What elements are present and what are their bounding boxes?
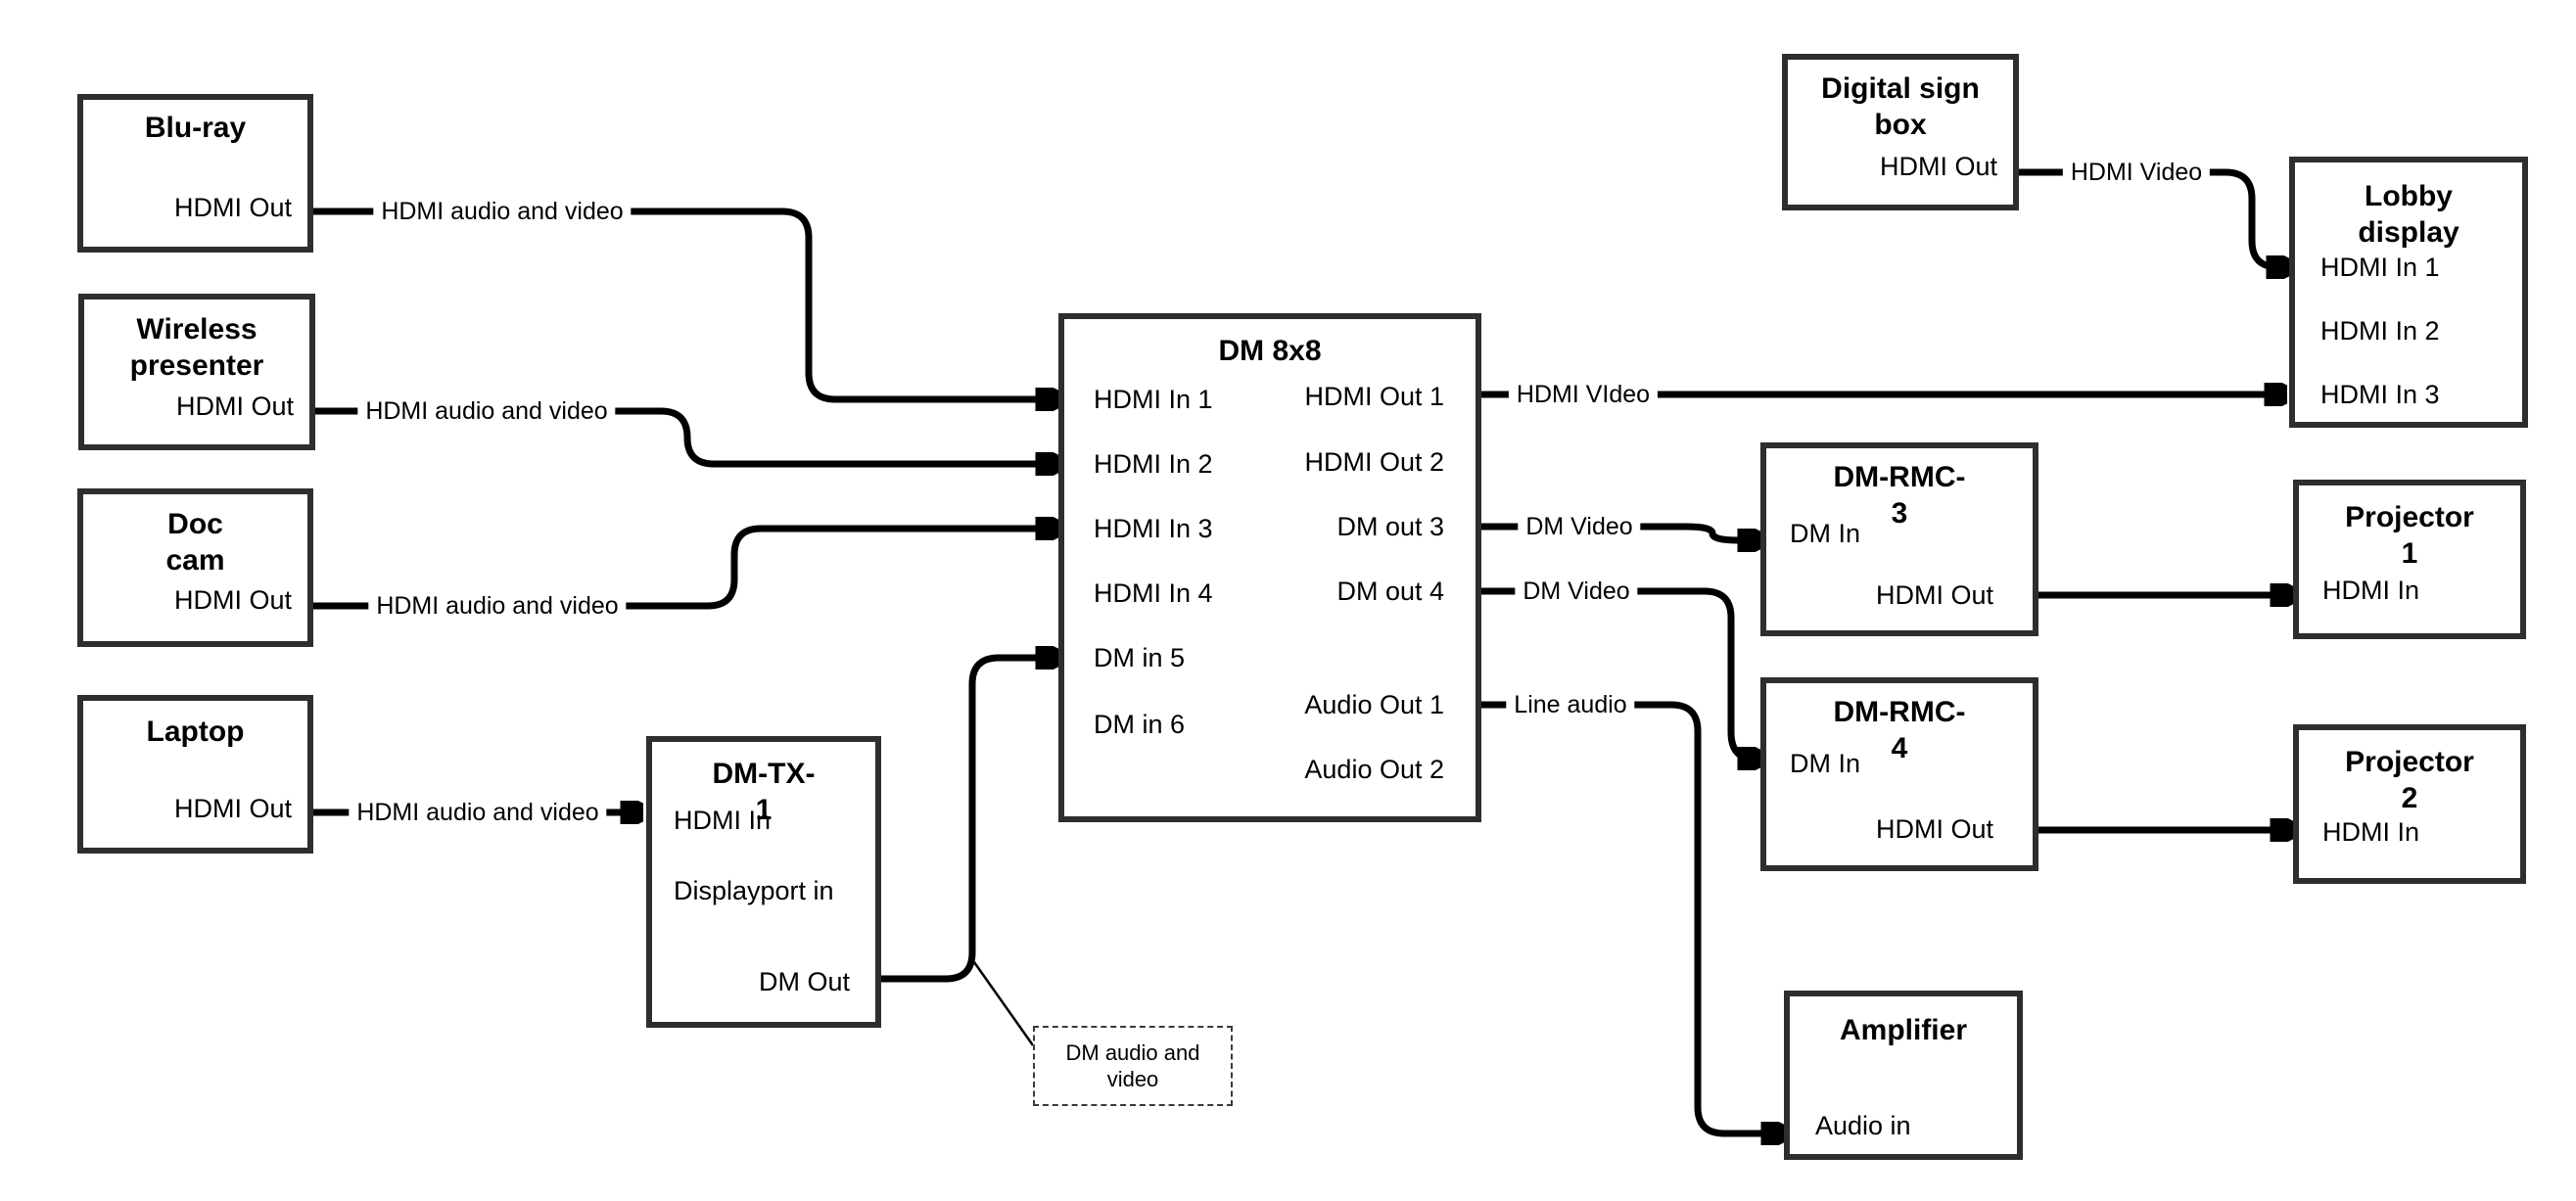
port-hdmi-out: HDMI Out xyxy=(173,193,292,222)
edge-label-hdmi-video-sign: HDMI Video xyxy=(2062,158,2211,187)
port-dm-out-3: DM out 3 xyxy=(1336,512,1444,541)
port-hdmi-out: HDMI Out xyxy=(173,585,292,615)
edge-digitalsign-lobbyin1 xyxy=(2019,168,2282,267)
node-dm-rmc-4: DM-RMC-4 DM In HDMI Out xyxy=(1760,677,2038,871)
node-title: Projector 2 xyxy=(2345,746,2474,814)
port-hdmi-in: HDMI In xyxy=(674,806,772,835)
edge-label-dm-video-4: DM Video xyxy=(1515,577,1638,606)
edge-label-hdmi-audio-video-3: HDMI audio and video xyxy=(368,591,627,621)
node-amplifier: Amplifier Audio in xyxy=(1784,991,2023,1160)
port-hdmi-in: HDMI In xyxy=(2322,576,2420,605)
node-title: Doc cam xyxy=(165,508,225,577)
callout-label: DM audio and video xyxy=(1065,1040,1200,1091)
port-dm-in: DM In xyxy=(1790,749,1861,778)
node-bluray: Blu-ray HDMI Out xyxy=(77,94,313,253)
port-dm-out-4: DM out 4 xyxy=(1336,577,1444,606)
edge-audioout1-amplifier xyxy=(1481,701,1777,1133)
node-title: Digital sign box xyxy=(1821,72,1980,141)
edge-label-hdmi-audio-video-4: HDMI audio and video xyxy=(349,798,607,827)
node-wireless-presenter: Wireless presenter HDMI Out xyxy=(78,294,315,450)
port-dm-in-5: DM in 5 xyxy=(1094,643,1186,672)
node-title: DM-RMC-3 xyxy=(1833,461,1966,530)
node-title: DM-RMC-4 xyxy=(1833,696,1966,764)
node-dm-rmc-3: DM-RMC-3 DM In HDMI Out xyxy=(1760,442,2038,636)
port-hdmi-in-3: HDMI In 3 xyxy=(1094,514,1213,543)
port-dm-out: DM Out xyxy=(758,967,850,996)
port-hdmi-in-2: HDMI In 2 xyxy=(2320,316,2440,346)
port-hdmi-out: HDMI Out xyxy=(175,392,294,421)
node-dm-tx-1: DM-TX-1 HDMI In Displayport in DM Out xyxy=(646,736,881,1028)
port-dm-in: DM In xyxy=(1790,519,1861,548)
callout-line xyxy=(972,961,1035,1046)
port-hdmi-out-1: HDMI Out 1 xyxy=(1304,382,1444,411)
node-title: Wireless presenter xyxy=(129,313,264,382)
node-lobby-display: Lobby display HDMI In 1 HDMI In 2 HDMI I… xyxy=(2289,157,2528,428)
port-audio-in: Audio in xyxy=(1815,1111,1911,1140)
node-title: DM-TX-1 xyxy=(712,758,816,826)
node-digital-sign-box: Digital sign box HDMI Out xyxy=(1782,54,2019,210)
port-hdmi-out: HDMI Out xyxy=(1879,152,1997,181)
port-hdmi-in: HDMI In xyxy=(2322,817,2420,847)
node-title: Amplifier xyxy=(1839,1014,1968,1046)
node-title: Laptop xyxy=(146,716,245,748)
edge-dmout3-rmc3 xyxy=(1481,523,1754,540)
callout-dm-audio-video: DM audio and video xyxy=(1033,1026,1233,1106)
edge-label-line-audio: Line audio xyxy=(1506,690,1635,719)
port-dm-in-6: DM in 6 xyxy=(1094,710,1186,739)
edge-label-hdmi-audio-video-1: HDMI audio and video xyxy=(373,197,632,226)
edge-label-hdmi-video-out1: HDMI VIdeo xyxy=(1508,380,1659,409)
port-hdmi-in-1: HDMI In 1 xyxy=(2320,253,2440,282)
port-audio-out-2: Audio Out 2 xyxy=(1304,755,1444,784)
port-hdmi-out: HDMI Out xyxy=(1875,814,1993,844)
port-hdmi-in-3: HDMI In 3 xyxy=(2320,380,2440,409)
edge-label-dm-video-3: DM Video xyxy=(1518,512,1641,541)
port-hdmi-in-4: HDMI In 4 xyxy=(1094,578,1213,608)
node-title: DM 8x8 xyxy=(1218,335,1322,367)
port-audio-out-1: Audio Out 1 xyxy=(1304,690,1444,719)
edge-doccam-hdmiin3 xyxy=(313,529,1052,610)
edge-dmout4-rmc4 xyxy=(1481,587,1754,759)
node-title: Projector 1 xyxy=(2345,501,2474,570)
node-laptop: Laptop HDMI Out xyxy=(77,695,313,854)
port-hdmi-in-1: HDMI In 1 xyxy=(1094,385,1213,414)
edge-wireless-hdmiin2 xyxy=(313,407,1052,464)
node-projector-2: Projector 2 HDMI In xyxy=(2293,724,2526,884)
port-hdmi-out: HDMI Out xyxy=(173,794,292,823)
node-doc-cam: Doc cam HDMI Out xyxy=(77,488,313,647)
node-projector-1: Projector 1 HDMI In xyxy=(2293,480,2526,639)
port-hdmi-in-2: HDMI In 2 xyxy=(1094,449,1213,479)
edge-label-hdmi-audio-video-2: HDMI audio and video xyxy=(357,396,616,426)
node-dm-8x8: DM 8x8 HDMI In 1 HDMI In 2 HDMI In 3 HDM… xyxy=(1058,313,1481,822)
node-title: Blu-ray xyxy=(144,112,247,144)
port-hdmi-out: HDMI Out xyxy=(1875,580,1993,610)
edge-bluray-hdmiin1 xyxy=(313,208,1052,399)
port-hdmi-out-2: HDMI Out 2 xyxy=(1304,447,1444,477)
node-title: Lobby display xyxy=(2358,180,2459,249)
port-displayport-in: Displayport in xyxy=(674,876,834,905)
edge-dmtx1-dmin5 xyxy=(881,658,1052,983)
